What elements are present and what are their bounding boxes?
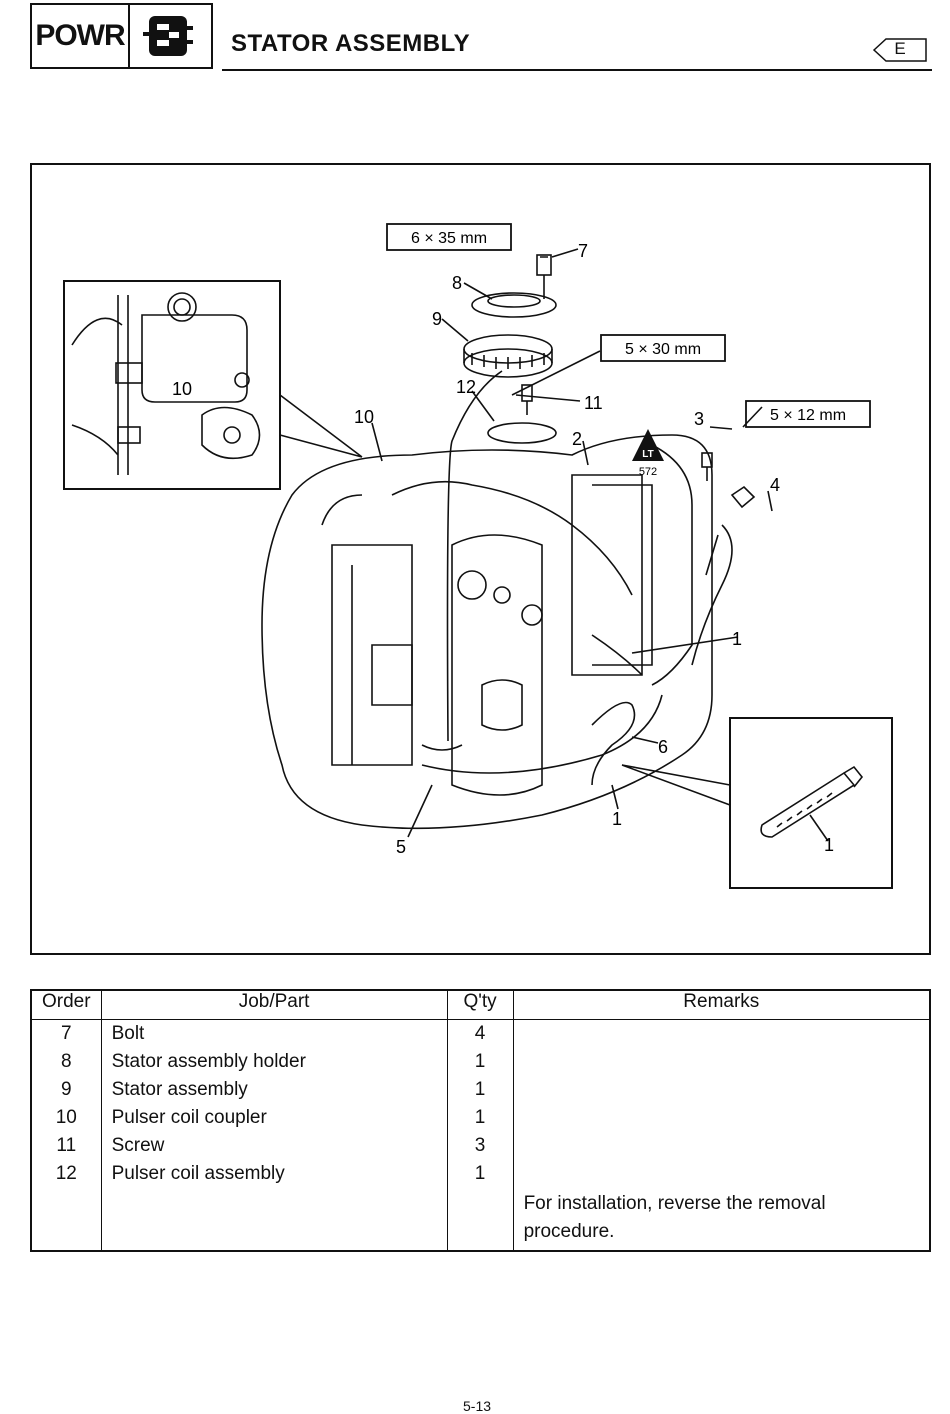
callout-6: 6: [658, 737, 668, 757]
dimension-screw-3: 5 × 12 mm: [770, 407, 846, 424]
page-number: 5-13: [463, 1398, 492, 1414]
table-row: 9 Stator assembly 1: [30, 1076, 931, 1104]
table-header-row: Order Job/Part Q'ty Remarks: [30, 990, 931, 1020]
table-row: 11 Screw 3: [30, 1132, 931, 1160]
diagram-drawing: 6 × 35 mm 5 × 30 mm 5 × 12 mm LT 572 7 8…: [63, 223, 893, 889]
loctite-label: LT: [642, 449, 653, 460]
closing-remark-line1: For installation, reverse the removal: [523, 1193, 826, 1214]
header-part: Job/Part: [100, 990, 448, 1020]
table-row: 12 Pulser coil assembly 1: [30, 1160, 931, 1188]
table-row: 7 Bolt 4: [30, 1019, 931, 1048]
callout-11: 11: [584, 393, 603, 413]
callout-1: 1: [732, 629, 742, 649]
table-row-closing: For installation, reverse the removal pr…: [30, 1188, 931, 1251]
table-row: 10 Pulser coil coupler 1: [30, 1104, 931, 1132]
table-row: 8 Stator assembly holder 1: [30, 1048, 931, 1076]
dimension-bolt: 6 × 35 mm: [411, 230, 487, 247]
callout-10: 10: [354, 407, 374, 427]
callout-12: 12: [456, 377, 476, 397]
dimension-screw-11: 5 × 30 mm: [625, 341, 701, 358]
callout-10-inset: 10: [172, 379, 192, 399]
header-remarks: Remarks: [512, 990, 931, 1020]
header-qty: Q'ty: [446, 990, 514, 1020]
electrical-icon: [130, 5, 211, 67]
callout-1-inset: 1: [824, 835, 834, 855]
exploded-diagram: 6 × 35 mm 5 × 30 mm 5 × 12 mm LT 572 7 8…: [30, 163, 931, 955]
header-rule: [222, 69, 932, 71]
loctite-number: 572: [639, 466, 657, 478]
closing-remark-line2: procedure.: [523, 1221, 615, 1242]
language-mark: E: [894, 39, 906, 58]
page-title: STATOR ASSEMBLY: [231, 30, 471, 57]
language-badge: E: [872, 37, 928, 63]
callout-5: 5: [396, 837, 406, 857]
callout-7: 7: [578, 241, 588, 261]
section-code: POWR: [32, 5, 130, 67]
loctite-icon: LT: [632, 429, 664, 461]
callout-2: 2: [572, 429, 582, 449]
section-tab: POWR: [30, 3, 213, 69]
callout-4: 4: [770, 475, 780, 495]
callout-1-tie: 1: [612, 809, 622, 829]
header-order: Order: [30, 990, 102, 1020]
callout-8: 8: [452, 273, 462, 293]
callout-9: 9: [432, 309, 442, 329]
callout-3: 3: [694, 409, 704, 429]
parts-table: Order Job/Part Q'ty Remarks 7 Bolt 4 8 S…: [30, 989, 931, 1252]
